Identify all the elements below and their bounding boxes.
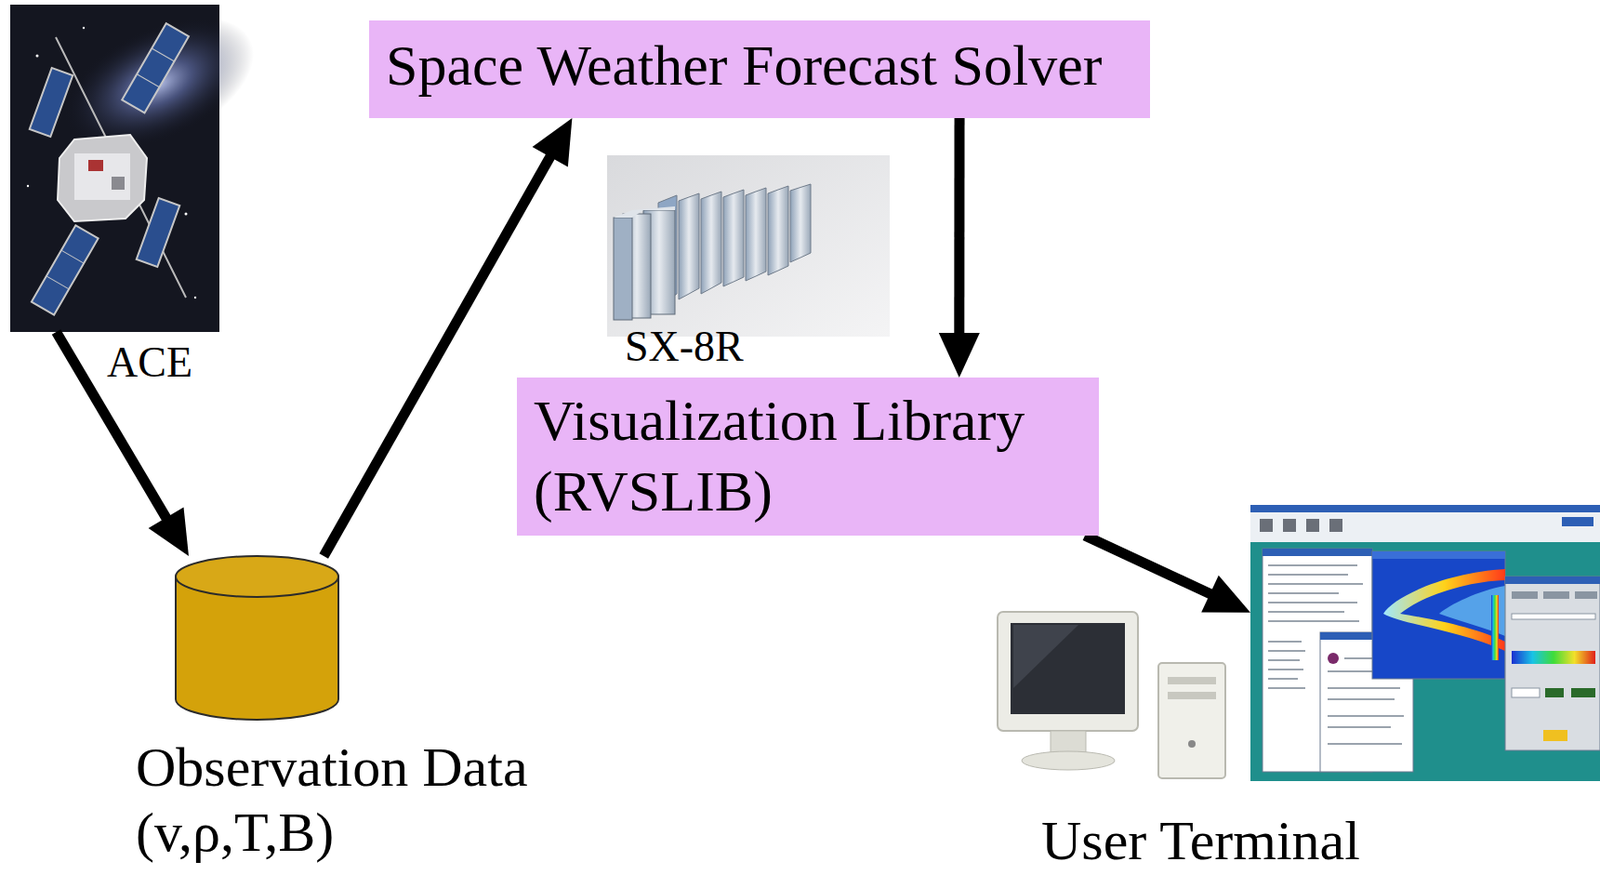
database-cylinder [175,555,339,720]
process-box: Space Weather Forecast Solver [369,20,1151,119]
arrow-head [938,332,980,378]
arrow-head [148,506,189,556]
node-text: Visualization Library (RVSLIB) [516,377,1099,527]
arrow-line [953,118,965,337]
flow-arrow [938,118,980,378]
part-label: SX-8R [624,321,744,372]
database-node: Observation Data (v,ρ,T,B) [175,555,339,720]
terminal-node: User Terminal [1250,504,1600,781]
node-text: ACE [106,337,193,388]
computer-picture [997,611,1226,779]
arrow-head [1201,575,1251,613]
process-box: Visualization Library (RVSLIB) [516,377,1099,536]
sx8r-picture [607,155,890,337]
ace-picture [10,0,275,332]
node-text: Space Weather Forecast Solver [369,20,1151,111]
flow-arrow [1084,535,1251,613]
spacecraft-node: ACE [10,4,220,332]
arrow-line [1084,535,1214,596]
screenshot-picture [1250,504,1600,781]
node-text: User Terminal [1041,810,1361,871]
arrow-head [532,118,573,168]
node-text: Observation Data (v,ρ,T,B) [135,734,573,865]
